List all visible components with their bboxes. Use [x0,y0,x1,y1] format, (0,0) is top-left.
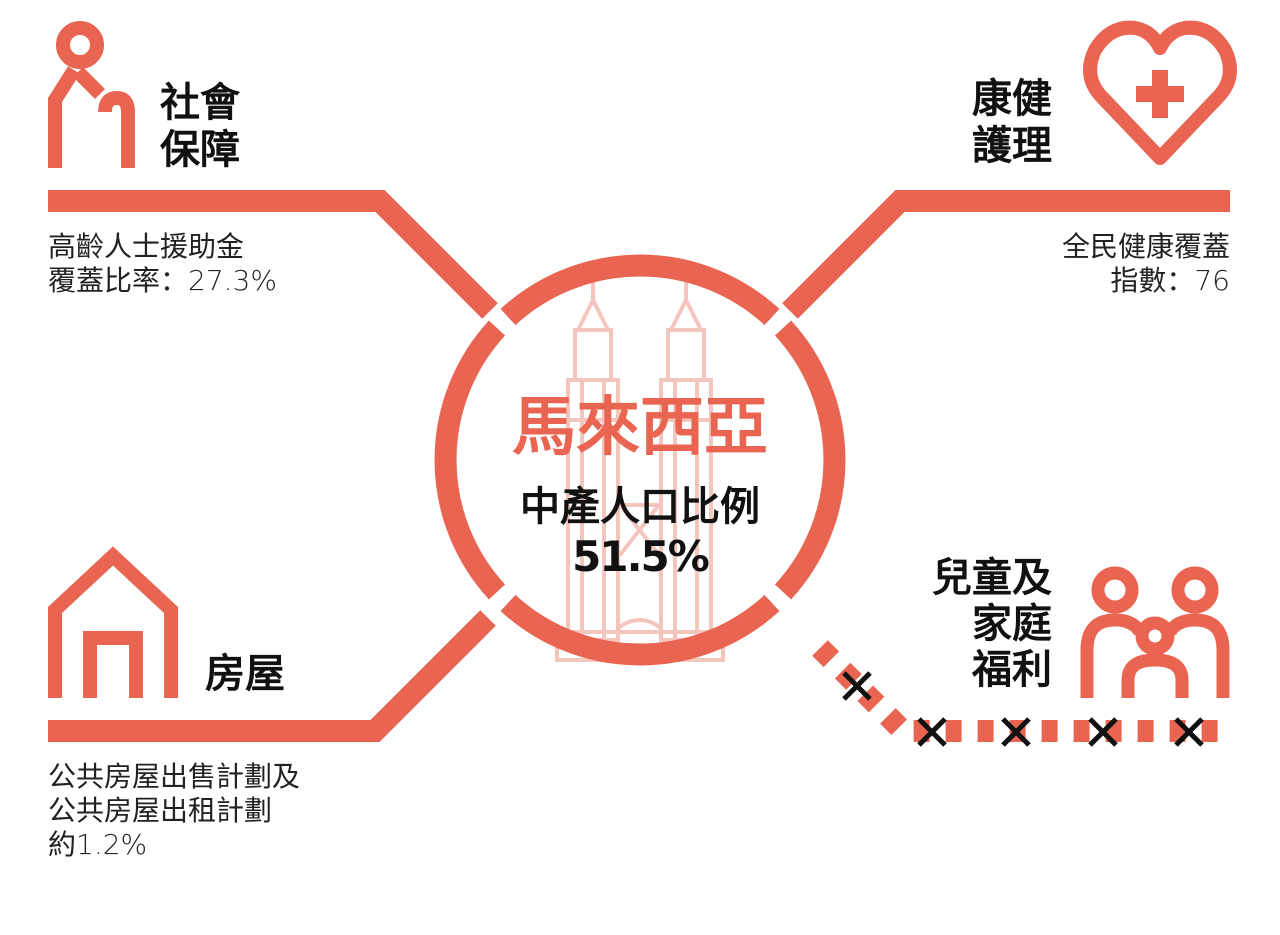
connector-lines [48,190,1230,742]
circle-arc-bottom [500,594,780,666]
desc-line: 公共房屋出租計劃 [48,794,273,827]
desc-line: 高齡人士援助金 [48,230,245,263]
circle-arc-right [774,320,846,600]
country-name: 馬來西亞 [512,391,768,465]
title-line: 康健 [972,76,1052,122]
desc-line: 覆蓋比率：27.3% [48,264,277,297]
title-line: 社會 [160,80,240,126]
title-line: 護理 [972,123,1052,169]
heart-plus-icon [1083,20,1237,165]
middle-class-label: 中產人口比例 [520,484,760,530]
line-housing [48,610,496,742]
cross-mark-icon [842,671,872,701]
title-line: 福利 [972,647,1052,693]
housing-title: 房屋 [205,651,285,697]
cross-mark-icon [1001,717,1031,747]
social-security-description: 高齡人士援助金 覆蓋比率：27.3% [48,230,277,298]
family-title: 兒童及 家庭 福利 [932,555,1052,693]
social-security-title: 社會 保障 [160,80,240,174]
desc-line: 約1.2% [48,828,148,861]
title-line: 兒童及 [932,555,1052,601]
desc-line: 公共房屋出售計劃及 [48,760,301,793]
health-title: 康健 護理 [972,76,1052,170]
housing-description: 公共房屋出售計劃及 公共房屋出租計劃 約1.2% [48,760,300,862]
title-line: 家庭 [972,601,1052,647]
house-icon [48,546,178,698]
desc-line: 全民健康覆蓋 [1061,230,1230,263]
elderly-person-with-cane-icon [48,21,135,168]
circle-arc-top [500,254,780,326]
petronas-towers-illustration [555,270,725,662]
circle-arc-left [434,320,506,600]
cross-mark-icon [917,717,947,747]
title-line: 保障 [160,127,240,173]
family-icon [1080,566,1230,698]
cross-mark-icon [1174,717,1204,747]
cross-mark-icon [1088,717,1118,747]
line-social-security [48,190,498,319]
desc-line: 指數：76 [1110,264,1230,297]
middle-class-value: 51.5% [572,532,710,581]
line-health [782,190,1230,319]
health-description: 全民健康覆蓋 指數：76 [1062,230,1230,298]
cross-mark-icons [842,671,1204,747]
